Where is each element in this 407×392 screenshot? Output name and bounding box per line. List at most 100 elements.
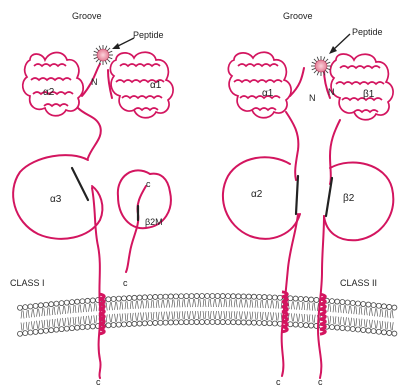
lipid-head xyxy=(241,294,246,299)
lipid-head xyxy=(345,326,350,331)
lipid-tail xyxy=(141,300,144,320)
lipid-head xyxy=(163,294,168,299)
lipid-tail xyxy=(343,305,346,325)
lipid-head xyxy=(132,321,137,326)
class1-label: CLASS I xyxy=(10,278,45,288)
lipid-head xyxy=(23,305,28,310)
lipid-head xyxy=(54,327,59,332)
lipid-head xyxy=(350,300,355,305)
lipid-head xyxy=(23,331,28,336)
lipid-head xyxy=(184,320,189,325)
lipid-head xyxy=(179,294,184,299)
lipid-head xyxy=(392,305,397,310)
peptide-ray xyxy=(107,59,110,62)
lipid-head xyxy=(132,295,137,300)
lipid-head xyxy=(137,295,142,300)
peptide-ray xyxy=(314,70,317,73)
lipid-tail xyxy=(83,304,86,324)
lipid-tail xyxy=(385,310,388,330)
c-terminus-class2-a: c xyxy=(276,377,281,387)
lipid-head xyxy=(361,328,366,333)
lipid-tail xyxy=(182,299,185,319)
lipid-head xyxy=(194,320,199,325)
peptide-ray xyxy=(96,59,99,62)
lipid-tail xyxy=(177,299,180,319)
lipid-tail xyxy=(125,301,128,321)
lipid-tail xyxy=(245,299,248,319)
class1-connector xyxy=(78,108,101,158)
lipid-head xyxy=(246,294,251,299)
lipid-head xyxy=(174,320,179,325)
lipid-tail xyxy=(297,302,300,322)
lipid-tail xyxy=(328,304,331,324)
lipid-head xyxy=(304,297,309,302)
arrow-icon xyxy=(333,34,350,50)
peptide-label-right: Peptide xyxy=(352,27,383,37)
lipid-head xyxy=(304,323,309,328)
alpha1-label-right: α1 xyxy=(262,88,274,99)
peptide-ray xyxy=(325,59,328,62)
lipid-head xyxy=(236,320,241,325)
lipid-head xyxy=(366,328,371,333)
lipid-head xyxy=(226,320,231,325)
lipid-tail xyxy=(135,301,138,321)
class2-beta-connector xyxy=(330,120,340,184)
alpha2-label-left: α2 xyxy=(43,87,55,98)
lipid-head xyxy=(44,328,49,333)
lipid-head xyxy=(184,294,189,299)
class1-disulfide-bond xyxy=(72,168,88,200)
lipid-head xyxy=(267,321,272,326)
lipid-head xyxy=(231,294,236,299)
lipid-head xyxy=(59,301,64,306)
class2-beta2-bond xyxy=(326,178,332,216)
lipid-head xyxy=(210,294,215,299)
lipid-head xyxy=(116,296,121,301)
lipid-head xyxy=(257,294,262,299)
lipid-tail xyxy=(151,300,154,320)
c-terminus-beta2m-bottom: c xyxy=(123,278,128,288)
lipid-head xyxy=(28,330,33,335)
lipid-head xyxy=(335,299,340,304)
peptide-core xyxy=(97,49,109,61)
lipid-head xyxy=(220,320,225,325)
lipid-head xyxy=(382,304,387,309)
lipid-tail xyxy=(250,300,253,320)
lipid-head xyxy=(148,321,153,326)
lipid-head xyxy=(75,325,80,330)
lipid-head xyxy=(106,297,111,302)
lipid-tail xyxy=(73,305,76,325)
lipid-head xyxy=(194,294,199,299)
lipid-head xyxy=(215,294,220,299)
class1-transmembrane-tail xyxy=(92,188,101,378)
lipid-tail xyxy=(349,306,352,326)
lipid-tail xyxy=(146,300,149,320)
peptide-ray xyxy=(99,46,101,50)
lipid-head xyxy=(64,326,69,331)
peptide-ray xyxy=(323,57,325,61)
lipid-head xyxy=(127,296,132,301)
lipid-head xyxy=(252,320,257,325)
class1-alpha2-domain xyxy=(23,53,83,116)
lipid-tail xyxy=(224,299,227,319)
lipid-tail xyxy=(380,309,383,329)
lipid-head xyxy=(59,327,64,332)
lipid-tail xyxy=(234,299,237,319)
lipid-head xyxy=(49,302,54,307)
lipid-head xyxy=(241,320,246,325)
peptide-star-icon xyxy=(93,45,113,65)
lipid-tail xyxy=(203,299,206,319)
lipid-head xyxy=(137,321,142,326)
lipid-head xyxy=(70,300,75,305)
lipid-head xyxy=(278,295,283,300)
lipid-tail xyxy=(21,311,24,331)
lipid-tail xyxy=(167,300,170,320)
beta2-label: β2 xyxy=(343,193,355,204)
lipid-head xyxy=(371,303,376,308)
lipid-head xyxy=(361,302,366,307)
lipid-head xyxy=(392,331,397,336)
lipid-tail xyxy=(271,300,274,320)
beta2m-label: β2M xyxy=(145,217,163,227)
lipid-head xyxy=(33,303,38,308)
